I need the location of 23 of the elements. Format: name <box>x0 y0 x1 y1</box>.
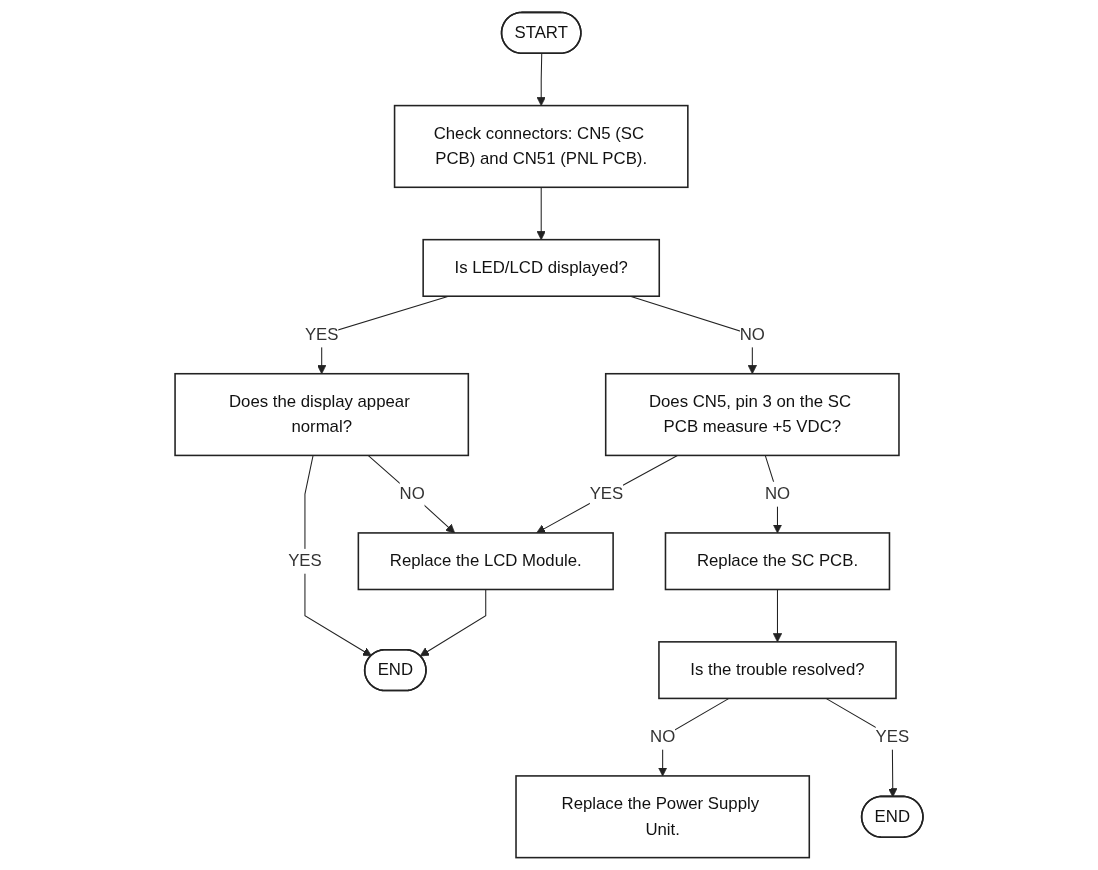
arrow <box>536 53 546 106</box>
node-box: Check connectors: CN5 (SC PCB) and CN51 (PNL PCB). <box>393 104 689 189</box>
edge-label: YES <box>589 484 624 503</box>
node-box: Replace the Power Supply Unit. <box>515 775 811 859</box>
node-box: Does CN5, pin 3 on the SC PCB measure +5 VDC? <box>604 372 900 457</box>
edge-label: YES <box>304 325 339 344</box>
node-box: Replace the LCD Module. <box>357 532 614 591</box>
edge-label: YES <box>875 727 910 746</box>
arrow <box>304 454 372 657</box>
edge-label: NO <box>650 727 676 746</box>
edge-label: NO <box>764 484 791 503</box>
arrow <box>772 588 783 643</box>
edge-label: YES <box>288 551 322 570</box>
edge-label: NO <box>399 484 425 503</box>
arrow <box>419 588 487 657</box>
node-box: Is the trouble resolved? <box>658 641 897 700</box>
node-box: Does the display appear normal? <box>174 372 470 457</box>
node-box: Is LED/LCD displayed? <box>422 238 661 297</box>
node-box: Replace the SC PCB. <box>664 532 891 591</box>
arrow <box>536 186 546 241</box>
arrow <box>367 454 456 534</box>
arrow <box>536 454 678 534</box>
edge-label: NO <box>739 325 765 344</box>
